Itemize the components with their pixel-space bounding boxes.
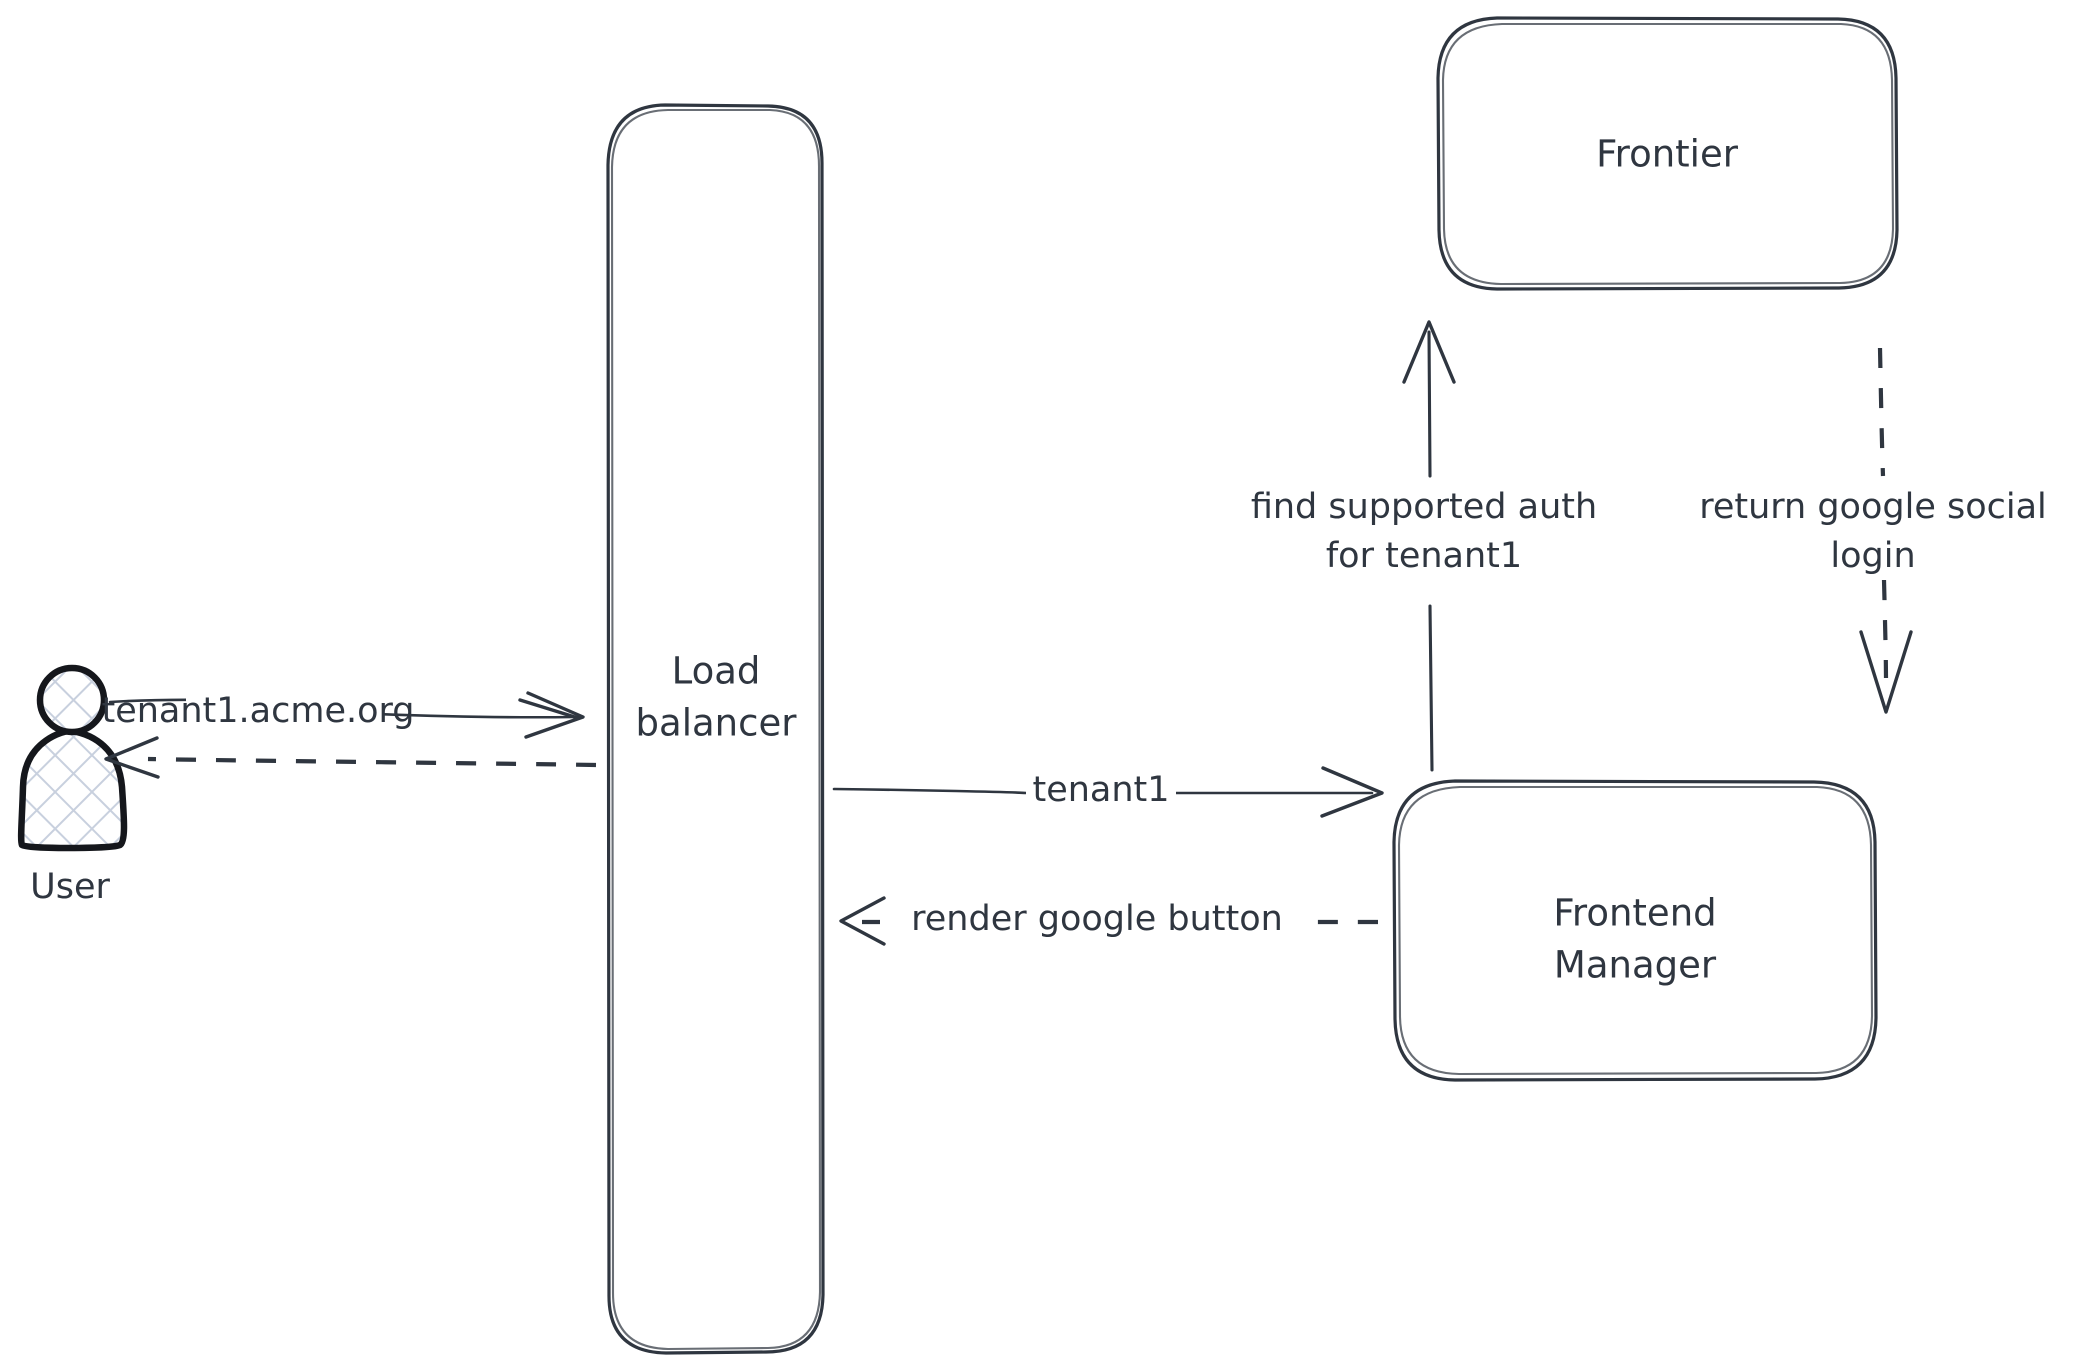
edge-fm-to-lb-arrowhead-icon [839,896,886,946]
edge-frontier-to-fm-label-line2: login [1830,536,1915,576]
load-balancer-box [606,103,825,1355]
frontend-manager-label-line1: Frontend [1553,892,1716,935]
edge-fm-to-frontier-line-lower [1428,604,1434,772]
frontier-box-sketch-overlay [1441,22,1895,286]
user-actor-label: User [30,867,110,907]
edge-frontier-to-fm-line-lower [1881,579,1889,679]
edge-user-to-lb-arrowhead-icon-secondary [518,698,580,720]
node-load-balancer[interactable]: Load balancer [606,103,825,1355]
edge-fm-to-lb-label: render google button [911,899,1283,939]
load-balancer-label-line2: balancer [636,702,798,745]
frontier-box [1436,16,1899,291]
edge-frontend-manager-to-load-balancer[interactable]: render google button [839,896,1378,946]
frontend-manager-box [1392,779,1878,1082]
edge-frontend-manager-to-frontier[interactable]: find supported auth for tenant1 [1214,320,1634,772]
edge-fm-to-frontier-label-line2: for tenant1 [1326,536,1522,576]
edge-frontier-to-fm-label-backdrop [1660,478,2080,578]
node-frontier[interactable]: Frontier [1436,16,1899,291]
frontend-manager-box-sketch-overlay [1397,785,1874,1076]
edge-user-to-lb-label-backdrop [186,686,382,734]
frontend-manager-label-line2: Manager [1554,944,1717,987]
user-actor-head-icon [36,664,108,736]
user-actor-body-icon [17,727,128,852]
edge-load-balancer-to-user[interactable] [104,736,597,779]
edge-user-to-load-balancer[interactable]: tenant1.acme.org [101,686,585,739]
edge-user-to-lb-label: tenant1.acme.org [101,691,414,731]
edge-frontier-to-fm-line-upper [1877,347,1886,477]
edge-lb-to-fm-arrowhead-icon [1320,766,1384,818]
edge-lb-to-user-arrowhead-icon [104,736,160,779]
edge-fm-to-lb-label-backdrop [888,898,1306,946]
edge-lb-to-fm-line-left [832,787,1028,795]
user-actor[interactable]: User [17,664,128,907]
edge-fm-to-frontier-label-line1: find supported auth [1251,487,1597,527]
edge-lb-to-fm-label-backdrop [1026,770,1176,816]
edge-lb-to-user-line [147,756,597,768]
edge-user-to-lb-line-right [375,712,576,719]
edge-lb-to-fm-label: tenant1 [1032,770,1169,810]
edge-frontier-to-fm-label-line1: return google social [1699,487,2047,527]
edge-fm-to-frontier-arrowhead-icon [1402,320,1456,384]
load-balancer-label-line1: Load [672,650,761,693]
frontier-label: Frontier [1596,133,1739,176]
node-frontend-manager[interactable]: Frontend Manager [1392,779,1878,1082]
edge-load-balancer-to-frontend-manager[interactable]: tenant1 [832,766,1384,818]
edge-fm-to-frontier-label-backdrop [1214,478,1634,580]
edge-user-to-lb-arrowhead-icon [524,691,585,739]
edge-fm-to-frontier-line-upper [1427,330,1432,478]
edge-frontier-to-frontend-manager[interactable]: return google social login [1660,347,2080,714]
load-balancer-box-sketch-overlay [610,108,822,1351]
edge-frontier-to-fm-arrowhead-icon [1859,630,1913,714]
